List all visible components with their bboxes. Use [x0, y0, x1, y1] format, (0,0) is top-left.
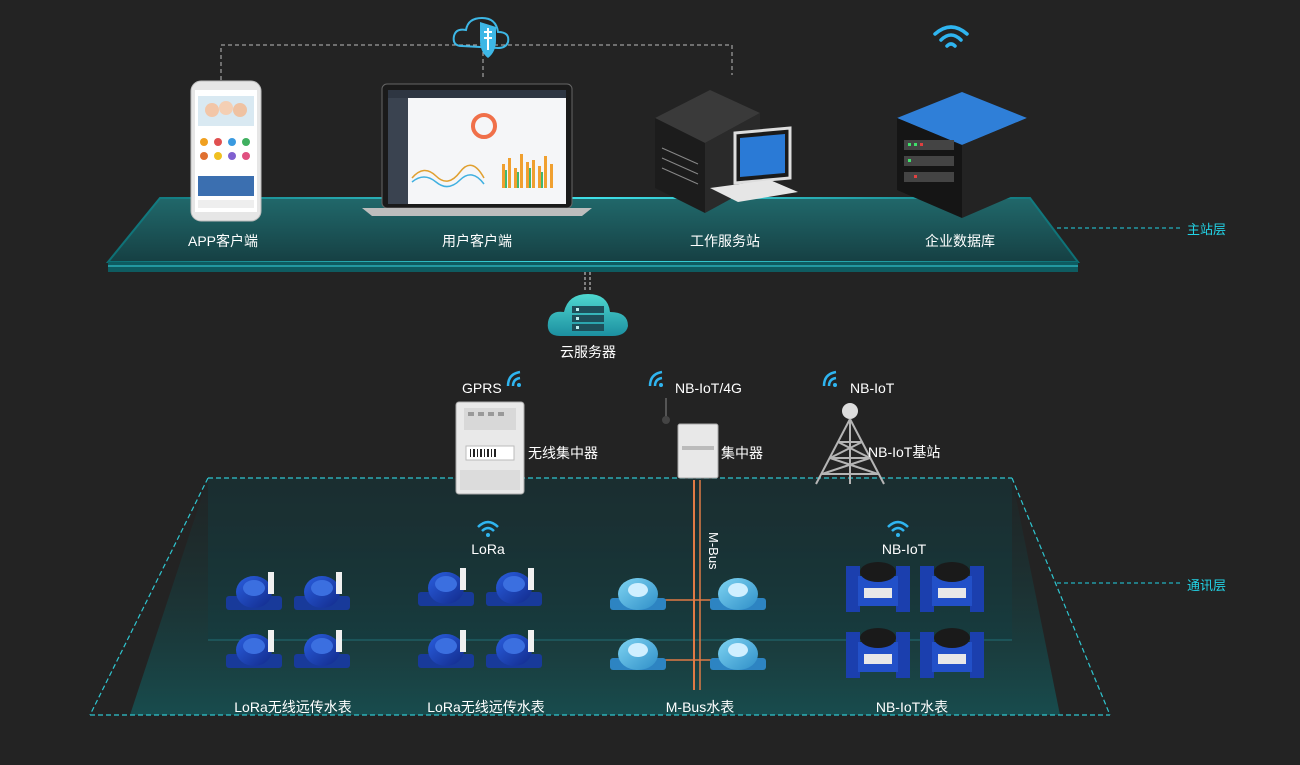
cloud-server-icon: [547, 294, 628, 336]
smartphone-app-image: [190, 80, 262, 222]
wireless-concentrator-label: 无线集中器: [528, 445, 598, 461]
wireless-concentrator-image: [455, 401, 525, 495]
nbiot-meter-label: NB-IoT水表: [875, 699, 949, 715]
wifi-icon: [477, 520, 499, 537]
wifi-icon: [648, 370, 663, 387]
mbus-meter-label: M-Bus水表: [665, 699, 735, 715]
comm-layer-label: 通讯层: [1187, 578, 1227, 593]
laptop-client-image: [362, 83, 592, 216]
mbus-link-label: M-Bus: [706, 532, 721, 570]
gprs-signal-label: GPRS: [462, 380, 502, 396]
wifi-icon: [933, 25, 969, 48]
nbiot-signal-label: NB-IoT: [850, 380, 895, 396]
concentrator-label: 集中器: [721, 445, 763, 461]
lora-signal-label: LoRa: [471, 541, 505, 557]
cloud-security-icon: [452, 16, 510, 58]
user-client-label: 用户客户端: [442, 233, 512, 249]
cloud-server-label: 云服务器: [560, 344, 616, 360]
database-label: 企业数据库: [925, 233, 995, 249]
lora-meter-label: LoRa无线远传水表: [427, 699, 545, 715]
nbiot-4g-signal-label: NB-IoT/4G: [675, 380, 742, 396]
database-server-image: [897, 92, 1027, 218]
wifi-icon: [887, 520, 909, 537]
lora-meter-label: LoRa无线远传水表: [234, 699, 352, 715]
nbiot-base-station-label: NB-IoT基站: [868, 444, 941, 460]
workstation-label: 工作服务站: [690, 233, 760, 249]
wifi-icon: [506, 370, 521, 387]
concentrator-image: [662, 398, 719, 479]
wifi-icon: [822, 370, 837, 387]
lora-water-meter-group-image: [226, 572, 350, 668]
app-client-label: APP客户端: [187, 233, 259, 249]
nbiot-base-station-image: [815, 403, 885, 485]
workstation-server-image: [655, 90, 798, 213]
mbus-water-meter-group-image: [610, 578, 766, 670]
nbiot-water-meter-group-image: [846, 562, 984, 678]
main-layer-label: 主站层: [1187, 222, 1227, 237]
nbiot-group-signal-label: NB-IoT: [881, 541, 927, 557]
lora-water-meter-group-image: [418, 568, 542, 668]
